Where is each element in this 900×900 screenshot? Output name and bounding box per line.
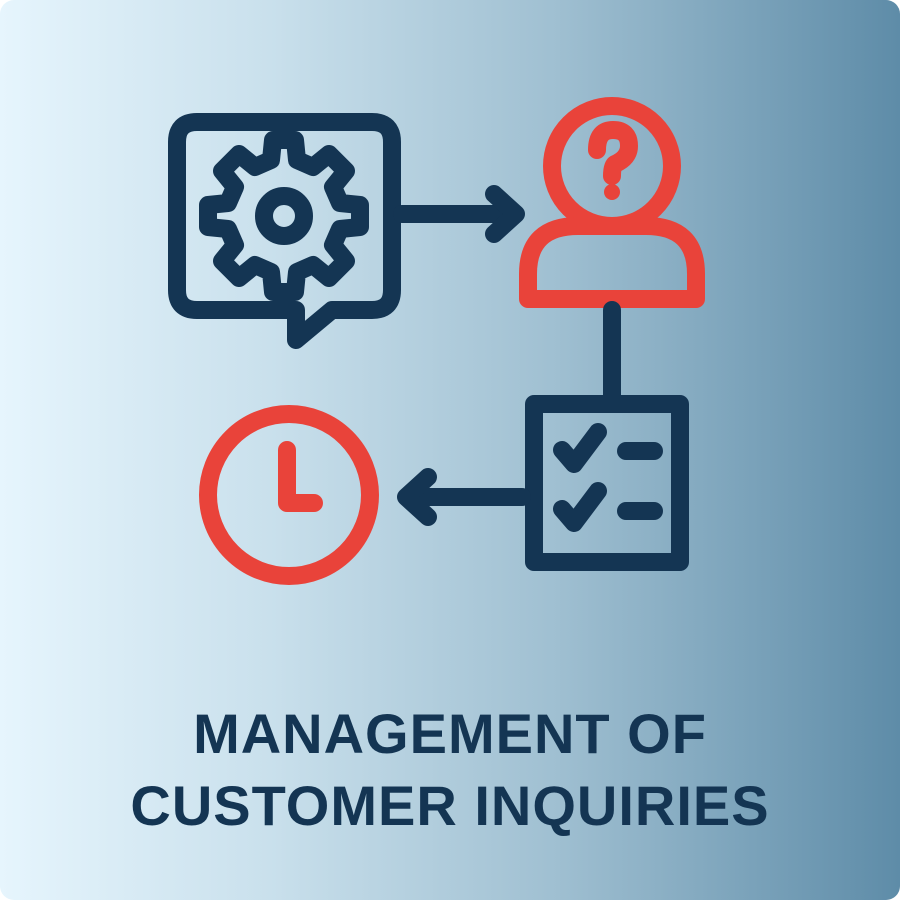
title-line-1: MANAGEMENT OF	[193, 702, 707, 765]
title: MANAGEMENT OF CUSTOMER INQUIRIES	[0, 698, 900, 842]
gear-speech-bubble-icon	[168, 113, 401, 349]
gear-icon	[199, 131, 369, 301]
question-mark-icon	[588, 121, 638, 185]
arrow-left-icon	[397, 468, 531, 526]
question-mark-dot	[604, 184, 620, 200]
user-body	[519, 217, 705, 308]
speech-bubble-icon	[168, 113, 401, 349]
user-question-icon	[519, 97, 705, 308]
clock-hands	[278, 441, 323, 512]
checklist-icon	[525, 395, 689, 571]
arrow-right-icon	[393, 185, 525, 243]
checkmark-icon	[553, 423, 607, 473]
checkmark-icon	[553, 482, 607, 532]
title-line-2: CUSTOMER INQUIRIES	[130, 774, 770, 837]
clock-icon	[199, 405, 379, 585]
